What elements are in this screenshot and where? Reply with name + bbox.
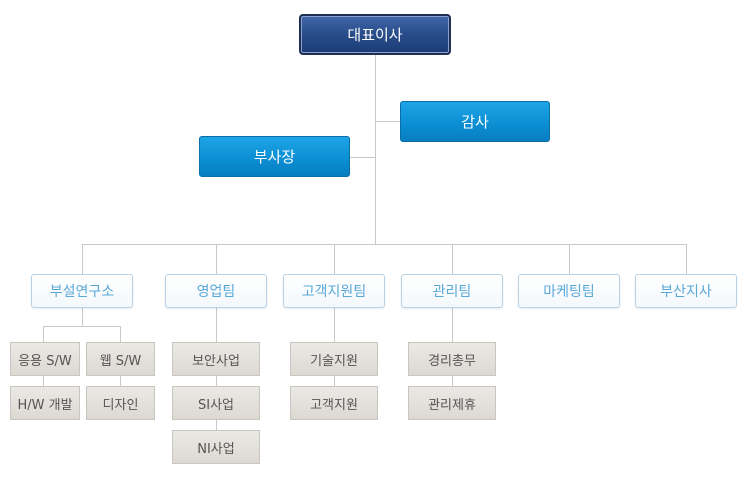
connector-dept-4 — [452, 244, 453, 274]
sub-box-hw-dev: H/W 개발 — [10, 386, 80, 420]
connector-lab-stem — [82, 308, 83, 326]
sub-box-si: SI사업 — [172, 386, 260, 420]
sub-box-accounting: 경리총무 — [408, 342, 496, 376]
dept-box-sales: 영업팀 — [165, 274, 267, 308]
dept-box-marketing: 마케팅팀 — [518, 274, 620, 308]
sub-box-partnership: 관리제휴 — [408, 386, 496, 420]
connector-ceo-trunk — [375, 55, 376, 245]
connector-dept-5 — [569, 244, 570, 274]
connector-dept-1 — [82, 244, 83, 274]
sub-box-app-sw: 응용 S/W — [10, 342, 80, 376]
connector-sales-3 — [216, 420, 217, 430]
dept-box-lab: 부설연구소 — [31, 274, 133, 308]
connector-auditor — [375, 121, 400, 122]
connector-lab-right — [120, 326, 121, 342]
ceo-box: 대표이사 — [299, 14, 451, 55]
connector-dept-bus — [82, 244, 687, 245]
connector-dept-6 — [686, 244, 687, 274]
dept-box-admin: 관리팀 — [401, 274, 503, 308]
sub-box-design: 디자인 — [86, 386, 155, 420]
connector-vice-president — [350, 157, 376, 158]
sub-box-web-sw: 웹 S/W — [86, 342, 155, 376]
connector-support — [334, 308, 335, 342]
vice-president-box: 부사장 — [199, 136, 350, 177]
connector-lab-right-2 — [120, 376, 121, 386]
connector-dept-2 — [216, 244, 217, 274]
connector-support-2 — [334, 376, 335, 386]
connector-dept-3 — [334, 244, 335, 274]
sub-box-ni: NI사업 — [172, 430, 260, 464]
sub-box-customer-support: 고객지원 — [290, 386, 378, 420]
connector-admin-2 — [452, 376, 453, 386]
connector-sales-2 — [216, 376, 217, 386]
sub-box-tech-support: 기술지원 — [290, 342, 378, 376]
dept-box-busan: 부산지사 — [635, 274, 737, 308]
sub-box-security: 보안사업 — [172, 342, 260, 376]
connector-sales — [216, 308, 217, 342]
connector-admin — [452, 308, 453, 342]
connector-lab-bus — [43, 326, 121, 327]
auditor-box: 감사 — [400, 101, 550, 142]
dept-box-support: 고객지원팀 — [283, 274, 385, 308]
connector-lab-left — [43, 326, 44, 342]
connector-lab-left-2 — [43, 376, 44, 386]
